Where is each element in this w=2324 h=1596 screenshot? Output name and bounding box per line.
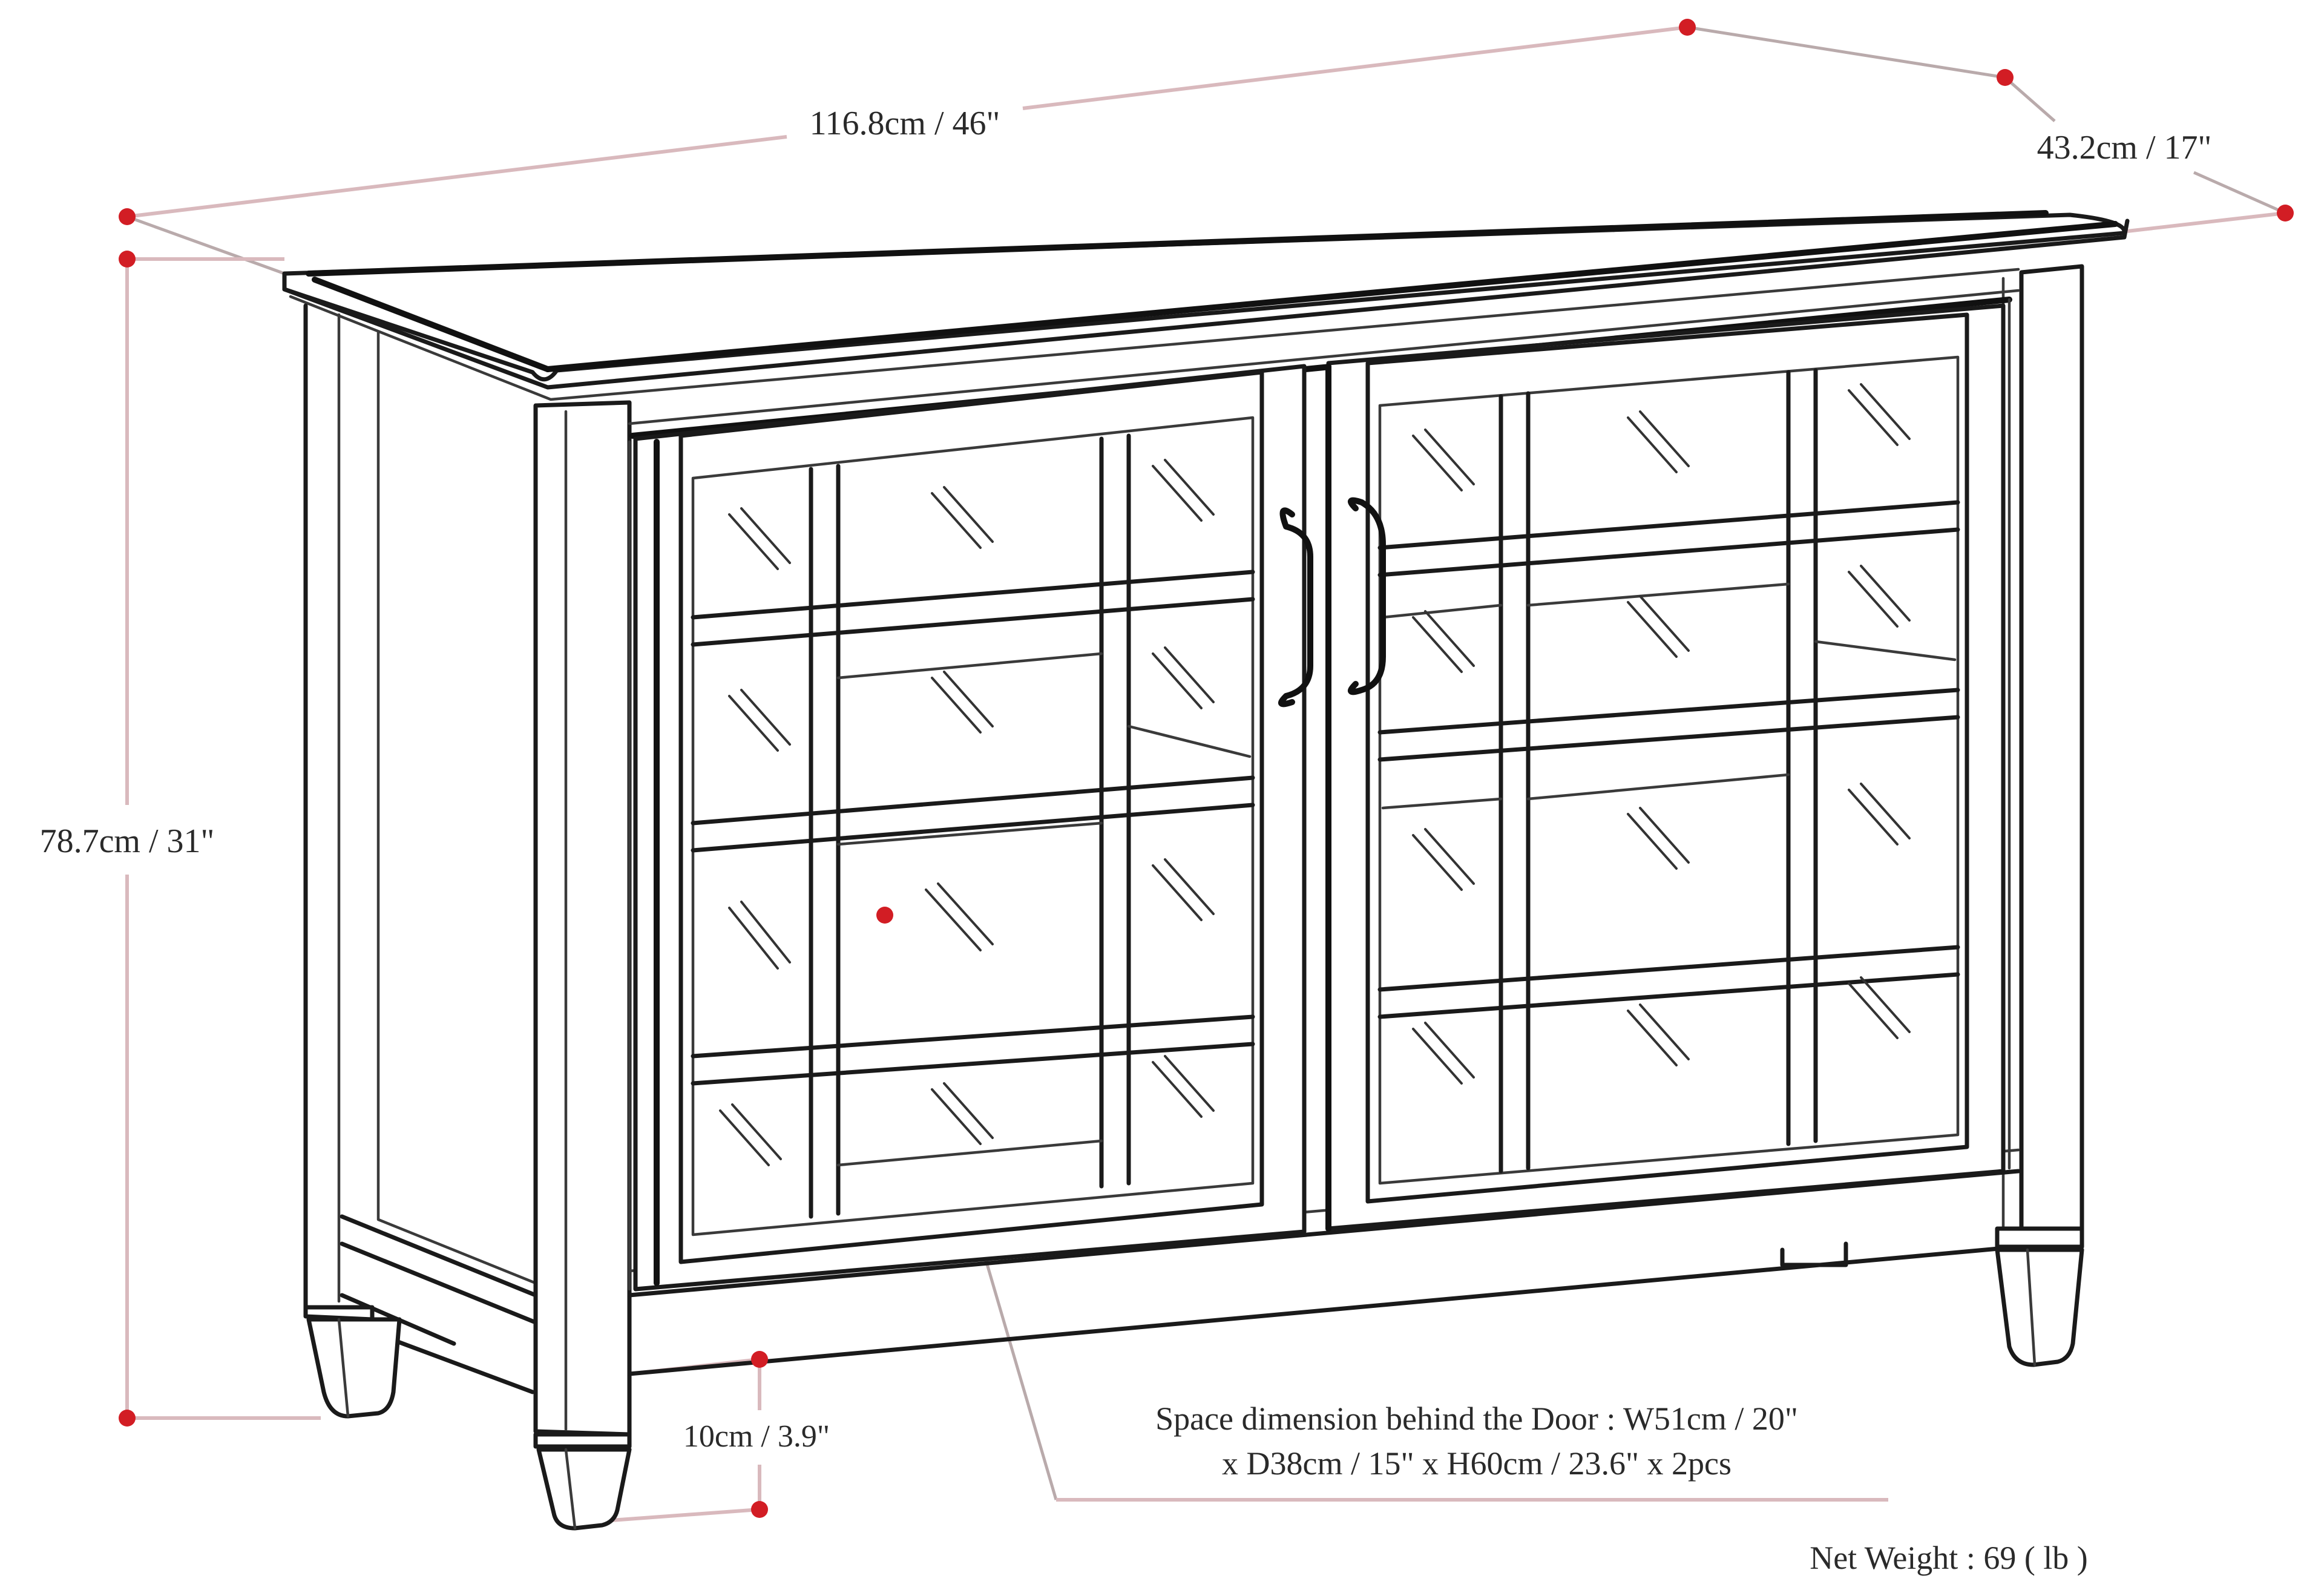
depth-label: 43.2cm / 17"	[2037, 129, 2212, 166]
width-dimension-line-left	[126, 135, 787, 218]
left-door-muntin-h2	[691, 775, 1255, 853]
top-left-edge	[312, 277, 551, 372]
front-left-post	[533, 400, 632, 1437]
side-rail-middle	[340, 1241, 538, 1325]
leg-start-marker-icon	[751, 1351, 768, 1368]
right-door-handle-icon[interactable]	[1348, 497, 1386, 695]
width-start-marker-icon	[119, 208, 136, 225]
interior-space-note-line1: Space dimension behind the Door : W51cm …	[1155, 1401, 1798, 1437]
depth-dimension-line-bottom	[2193, 171, 2286, 215]
left-door-muntin-h1	[691, 570, 1255, 647]
glass-reflection-icons-left	[719, 459, 1215, 1166]
front-left-leg-collar	[533, 1432, 632, 1449]
width-label: 116.8cm / 46"	[810, 105, 1000, 142]
top-front-edge	[545, 221, 2118, 372]
interior-space-note-line2: x D38cm / 15" x H60cm / 23.6" x 2pcs	[1222, 1445, 1732, 1482]
left-door-muntin-h3	[691, 1014, 1255, 1086]
left-door-glass-edge	[691, 416, 1255, 1236]
depth-extension-line	[2127, 211, 2286, 233]
net-weight-label: Net Weight : 69 ( lb )	[1810, 1540, 2088, 1576]
interior-space-marker-icon	[876, 907, 893, 924]
right-door-muntin-h1	[1377, 500, 1960, 577]
back-right-foot	[1780, 1241, 1848, 1267]
top-back-edge	[306, 210, 2049, 277]
legs	[303, 1226, 2084, 1531]
width-extension-line	[126, 215, 285, 275]
height-label: 78.7cm / 31"	[40, 823, 215, 860]
depth-start-marker-icon	[1997, 69, 2014, 86]
front-right-leg-collar	[1995, 1226, 2084, 1249]
leg-clearance-label: 10cm / 3.9"	[683, 1419, 830, 1454]
depth-guide-line	[1687, 25, 2006, 79]
face-frame-top	[628, 289, 2020, 425]
right-door-interior-shelves	[1381, 582, 1957, 810]
right-door-inner-frame	[1365, 312, 1969, 1204]
top-edge-thickness	[282, 218, 2130, 390]
left-door-muntin-v2	[1099, 433, 1131, 1189]
right-door	[1325, 303, 2006, 1232]
depth-dimension-line-top	[2004, 76, 2056, 122]
top-apron-line	[289, 268, 2020, 401]
left-door-interior-shelves	[836, 652, 1252, 1167]
height-start-marker-icon	[119, 251, 136, 268]
front-right-leg-edge	[2026, 1248, 2037, 1367]
leg-extension-bottom	[611, 1508, 760, 1522]
side-panel-inner	[376, 331, 537, 1285]
front-left-leg-edge	[564, 1448, 577, 1530]
left-door-handle-icon[interactable]	[1278, 507, 1313, 708]
right-door-muntin-h3	[1377, 945, 1960, 1019]
back-left-leg-edge	[337, 1318, 350, 1418]
right-door-glass-edge	[1378, 355, 1960, 1185]
width-end-marker-icon	[1679, 19, 1696, 36]
dimension-markers	[119, 19, 2294, 1518]
front-right-post	[2019, 264, 2084, 1231]
right-door-muntin-h2	[1377, 688, 1960, 762]
height-end-marker-icon	[119, 1410, 136, 1427]
right-door-outer-frame	[1326, 303, 2006, 1231]
right-door-muntin-v1	[1498, 391, 1531, 1174]
front-right-leg	[1995, 1247, 2084, 1367]
glass-reflection-icons-right	[1412, 383, 1911, 1085]
right-door-muntin-v2	[1786, 368, 1818, 1146]
front-left-leg	[536, 1447, 632, 1531]
left-door	[633, 364, 1313, 1292]
depth-end-marker-icon	[2277, 205, 2294, 222]
leg-end-marker-icon	[751, 1501, 768, 1518]
width-dimension-line-right	[1022, 25, 1688, 110]
cabinet-drawing	[282, 210, 2130, 1531]
left-door-inner-frame	[678, 370, 1264, 1264]
bottom-rail-top	[627, 1169, 2021, 1298]
dimension-labels: 116.8cm / 46" 43.2cm / 17" 78.7cm / 31" …	[40, 105, 2212, 1576]
side-rail-top	[340, 1214, 538, 1298]
bottom-rail-bottom	[627, 1244, 2021, 1376]
back-left-leg	[306, 1317, 402, 1419]
